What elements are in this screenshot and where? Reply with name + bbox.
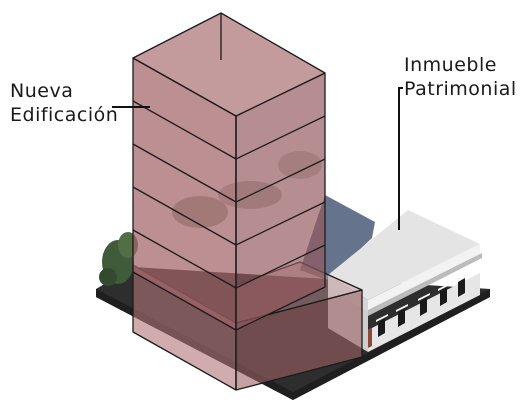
label-heritage-building-line-1: Inmueble xyxy=(404,54,497,76)
label-new-building: Nueva Edificación xyxy=(10,79,118,127)
leader-lines xyxy=(112,87,403,230)
label-new-building-line-2: Edificación xyxy=(10,104,119,126)
label-heritage-building-line-2: Patrimonial xyxy=(404,78,517,100)
label-new-building-line-1: Nueva xyxy=(10,80,74,102)
new-building-volume xyxy=(132,12,363,391)
leader-inmueble xyxy=(398,87,403,230)
label-heritage-building: Inmueble Patrimonial xyxy=(404,53,517,101)
